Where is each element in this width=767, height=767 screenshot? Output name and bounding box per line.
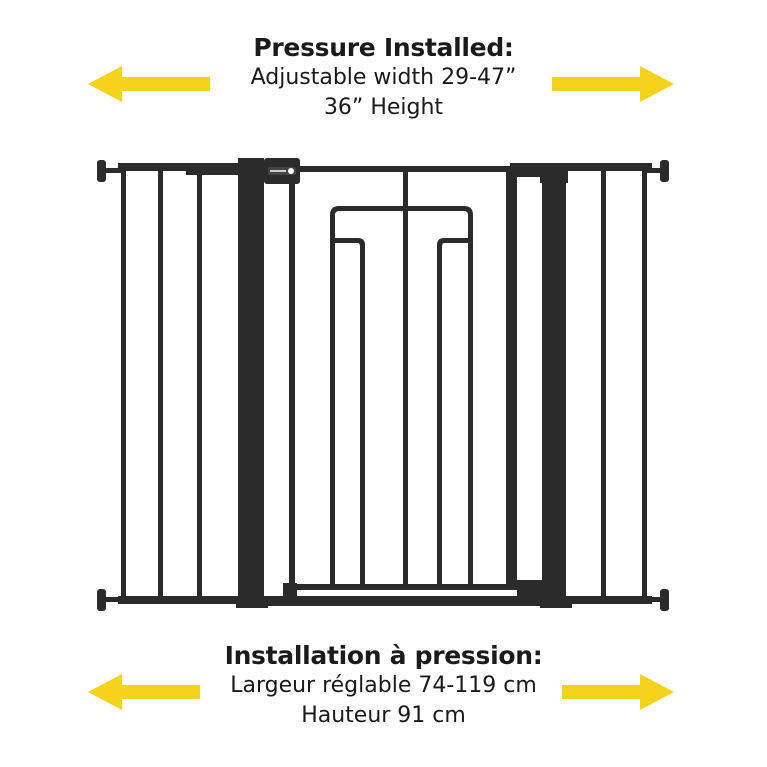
left-extension-panel xyxy=(97,160,240,611)
french-spec-block: Installation à pression: Largeur réglabl… xyxy=(0,640,767,731)
right-post xyxy=(510,163,572,608)
french-heading: Installation à pression: xyxy=(224,641,543,670)
french-width-line: Largeur réglable 74-119 cm xyxy=(230,673,537,699)
arrow-right-icon xyxy=(562,674,674,710)
arrow-left-icon xyxy=(88,66,210,102)
arrow-left-icon xyxy=(88,674,200,710)
english-spec-block: Pressure Installed: Adjustable width 29-… xyxy=(0,32,767,123)
arrow-right-icon xyxy=(552,66,674,102)
french-height-line: Hauteur 91 cm xyxy=(301,702,466,728)
english-heading: Pressure Installed: xyxy=(253,33,514,62)
gate-door xyxy=(289,168,517,590)
right-extension-panel xyxy=(566,160,669,611)
left-post xyxy=(186,158,268,608)
english-width-line: Adjustable width 29-47” xyxy=(250,65,517,91)
english-height-line: 36” Height xyxy=(323,94,444,120)
brand-logo xyxy=(268,167,296,175)
